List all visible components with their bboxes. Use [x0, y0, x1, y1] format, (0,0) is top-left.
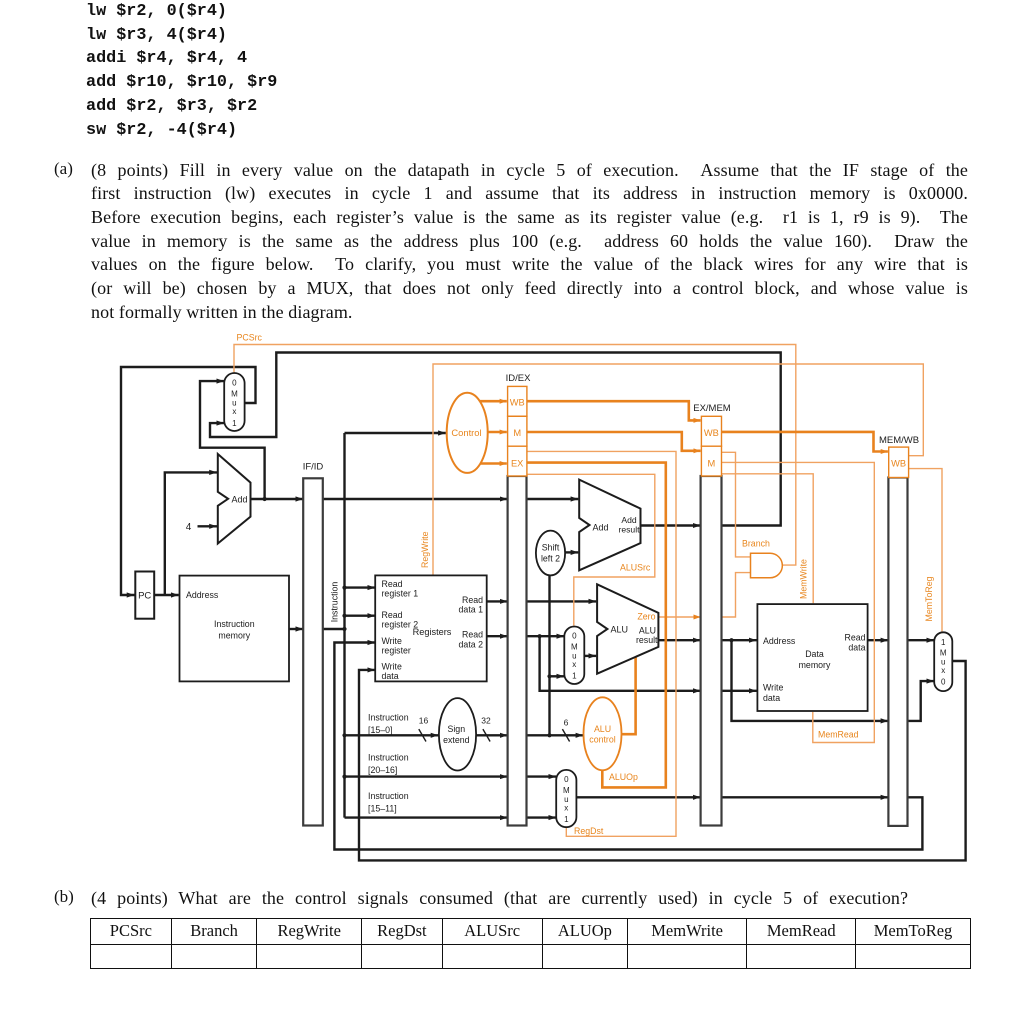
svg-text:Write: Write: [382, 636, 402, 646]
svg-text:memory: memory: [799, 660, 831, 670]
svg-text:ALU: ALU: [611, 625, 629, 635]
svg-text:Add: Add: [621, 515, 637, 525]
svg-text:data: data: [382, 671, 399, 681]
svg-text:Instruction: Instruction: [368, 713, 409, 723]
svg-text:0: 0: [941, 678, 946, 687]
svg-text:ID/EX: ID/EX: [506, 373, 531, 384]
svg-text:MemRead: MemRead: [818, 730, 859, 740]
svg-text:x: x: [232, 407, 236, 416]
svg-text:EX: EX: [511, 459, 523, 469]
svg-text:Instruction: Instruction: [368, 753, 409, 763]
svg-text:EX/MEM: EX/MEM: [693, 403, 731, 414]
svg-text:PC: PC: [138, 591, 151, 602]
svg-text:[15–0]: [15–0]: [368, 725, 392, 735]
svg-text:x: x: [572, 660, 576, 669]
svg-text:data: data: [848, 643, 865, 653]
svg-text:MemToReg: MemToReg: [924, 576, 934, 621]
svg-text:[15–11]: [15–11]: [368, 804, 397, 814]
svg-text:IF/ID: IF/ID: [303, 462, 324, 473]
svg-text:control: control: [589, 734, 615, 744]
svg-text:Address: Address: [186, 590, 219, 600]
svg-text:result: result: [618, 525, 640, 535]
svg-text:Data: Data: [805, 649, 824, 659]
svg-text:Add: Add: [232, 494, 248, 504]
svg-text:WB: WB: [704, 428, 719, 438]
svg-text:Instruction: Instruction: [330, 582, 340, 623]
svg-text:WB: WB: [510, 397, 525, 407]
svg-text:Read: Read: [382, 579, 403, 589]
svg-text:u: u: [232, 398, 236, 407]
svg-text:Branch: Branch: [742, 539, 770, 549]
svg-text:1: 1: [232, 419, 237, 428]
svg-text:data 2: data 2: [459, 640, 484, 650]
svg-text:ALUOp: ALUOp: [609, 772, 638, 782]
svg-text:u: u: [572, 651, 576, 660]
svg-text:Instruction: Instruction: [368, 791, 409, 801]
svg-text:MEM/WB: MEM/WB: [879, 435, 919, 446]
svg-text:M: M: [571, 643, 578, 652]
svg-text:[20–16]: [20–16]: [368, 765, 397, 775]
svg-text:data 1: data 1: [459, 605, 484, 615]
svg-text:Read: Read: [382, 610, 403, 620]
svg-text:ALUSrc: ALUSrc: [620, 563, 651, 573]
svg-text:Write: Write: [763, 683, 783, 693]
svg-text:Instruction: Instruction: [214, 619, 255, 629]
svg-text:1: 1: [572, 672, 577, 681]
svg-text:M: M: [563, 786, 570, 795]
svg-text:Registers: Registers: [413, 627, 452, 637]
svg-text:M: M: [231, 390, 238, 399]
svg-text:extend: extend: [443, 735, 470, 745]
svg-text:register 2: register 2: [382, 620, 419, 630]
svg-text:u: u: [564, 795, 568, 804]
svg-text:x: x: [941, 666, 945, 675]
svg-text:1: 1: [564, 815, 569, 824]
svg-text:M: M: [708, 459, 716, 469]
svg-text:M: M: [513, 428, 521, 438]
svg-text:32: 32: [481, 716, 491, 726]
svg-text:result: result: [636, 635, 658, 645]
svg-text:WB: WB: [891, 459, 906, 469]
svg-text:u: u: [941, 657, 945, 666]
svg-text:ALU: ALU: [594, 724, 611, 734]
svg-text:6: 6: [564, 718, 569, 728]
svg-text:0: 0: [572, 632, 577, 641]
svg-text:Read: Read: [462, 595, 483, 605]
svg-text:register 1: register 1: [382, 589, 419, 599]
svg-text:x: x: [564, 804, 568, 813]
svg-text:register: register: [382, 646, 411, 656]
svg-text:16: 16: [419, 716, 429, 726]
svg-text:ALU: ALU: [639, 626, 656, 636]
svg-text:Shift: Shift: [542, 543, 560, 553]
svg-text:left 2: left 2: [541, 554, 560, 564]
svg-text:Sign: Sign: [447, 724, 465, 734]
svg-text:Add: Add: [593, 523, 609, 533]
svg-text:Write: Write: [382, 662, 402, 672]
svg-text:Zero: Zero: [637, 612, 655, 622]
svg-text:Read: Read: [844, 633, 865, 643]
svg-text:M: M: [940, 649, 947, 658]
svg-text:Address: Address: [763, 636, 796, 646]
svg-text:data: data: [763, 693, 780, 703]
svg-text:1: 1: [941, 638, 946, 647]
svg-text:0: 0: [564, 775, 569, 784]
svg-text:RegDst: RegDst: [574, 826, 604, 836]
svg-text:memory: memory: [218, 631, 250, 641]
svg-text:MemWrite: MemWrite: [799, 559, 809, 599]
svg-text:Control: Control: [451, 427, 481, 438]
svg-text:RegWrite: RegWrite: [420, 531, 430, 568]
svg-text:PCSrc: PCSrc: [237, 333, 263, 343]
svg-text:0: 0: [232, 379, 237, 388]
svg-text:Read: Read: [462, 630, 483, 640]
svg-text:4: 4: [186, 522, 192, 533]
